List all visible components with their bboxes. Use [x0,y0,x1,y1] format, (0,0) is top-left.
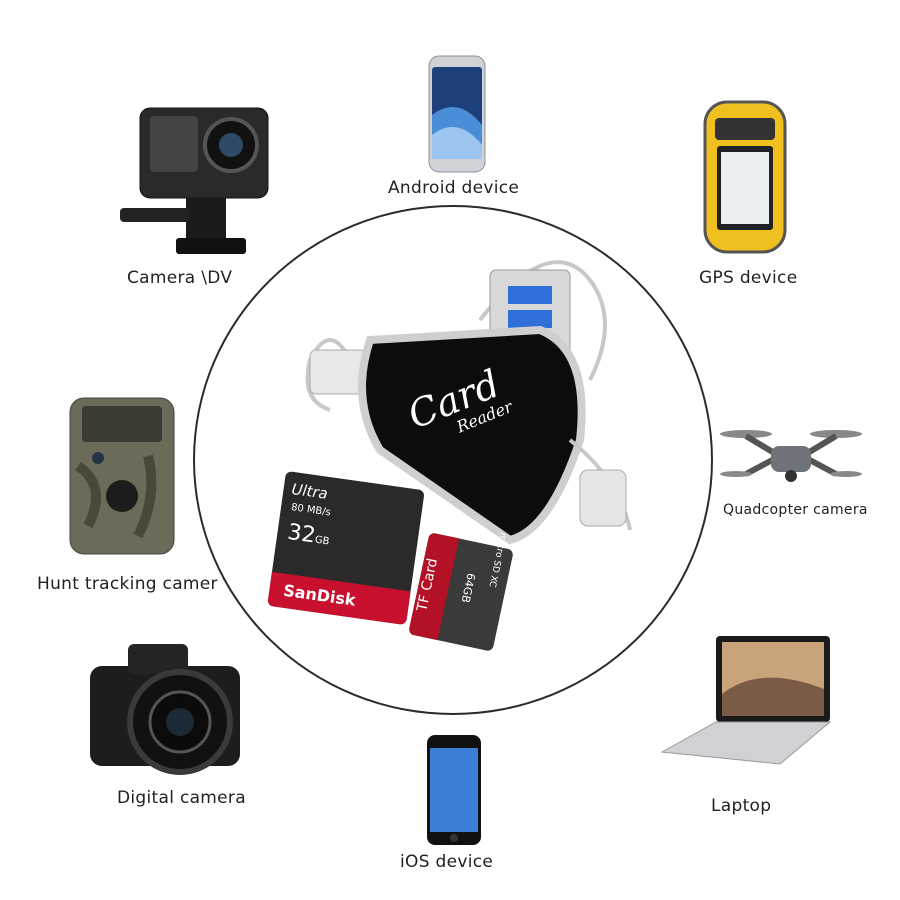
sd-unit: GB [314,534,331,548]
card-reader-image [290,240,660,560]
hunt-tracking-label: Hunt tracking camer [37,574,218,594]
digital-camera-label: Digital camera [117,788,246,808]
ios-device-label: iOS device [400,852,494,872]
laptop-image [660,634,832,766]
center-circle [193,205,713,715]
hunt-camera-image [68,396,176,556]
action-camera-image [116,100,276,260]
android-phone-image [428,55,486,173]
android-device-label: Android device [388,178,520,198]
ios-phone-image [426,734,482,846]
camera-dv-label: Camera \DV [127,268,233,288]
sd-card: Ultra 80 MB/s 32GB SanDisk [267,470,425,626]
quadcopter-image [716,420,866,490]
laptop-label: Laptop [711,796,772,816]
gps-device-label: GPS device [699,268,798,288]
quadcopter-label: Quadcopter camera [723,502,868,518]
sd-speed: 80 MB/s [290,502,332,519]
gps-device-image [703,100,787,254]
digital-camera-image [88,640,248,780]
tf-capacity: 64GB [458,571,478,604]
sd-series: Ultra [290,479,329,503]
sd-capacity: 32 [285,519,318,549]
